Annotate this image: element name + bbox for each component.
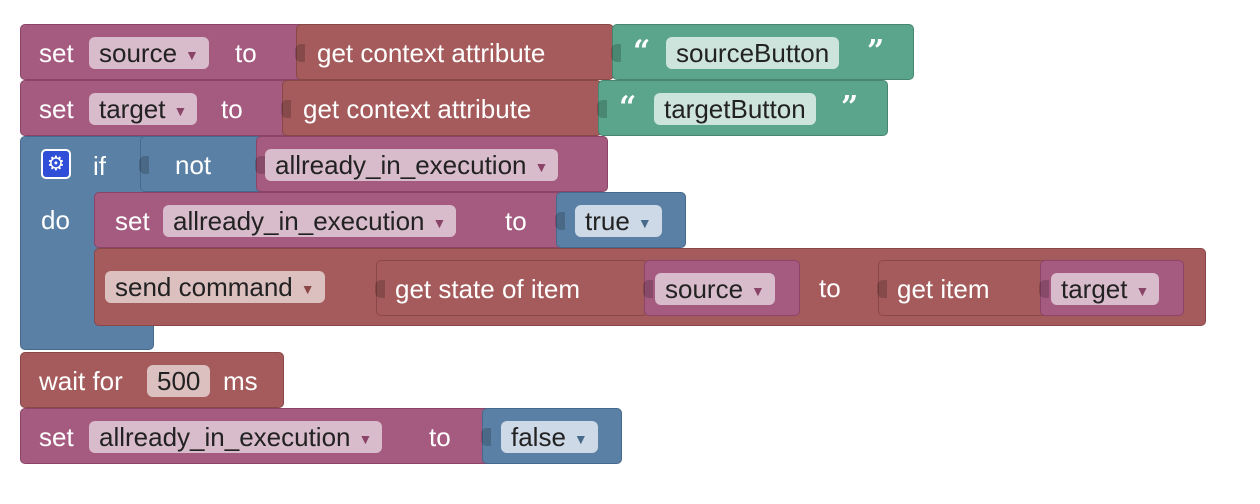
variable-name: source	[665, 274, 744, 304]
chevron-down-icon: ▼	[358, 431, 373, 448]
variable-dropdown-target[interactable]: target ▼	[89, 93, 198, 125]
get-variable-target-block[interactable]: target ▼	[1039, 260, 1184, 316]
input-connector	[481, 428, 491, 446]
input-connector	[555, 212, 565, 230]
input-connector	[375, 280, 385, 298]
get-context-attribute-block[interactable]: get context attribute	[281, 80, 602, 136]
input-connector	[295, 44, 305, 62]
do-label: do	[41, 205, 70, 235]
set-label: set	[115, 206, 150, 236]
set-label: set	[39, 94, 74, 124]
quote-open-icon: “	[633, 34, 651, 69]
input-connector	[281, 100, 291, 118]
chevron-down-icon: ▼	[300, 281, 315, 298]
variable-dropdown-allready[interactable]: allready_in_execution ▼	[89, 421, 383, 453]
get-context-attribute-label: get context attribute	[317, 38, 546, 68]
chevron-down-icon: ▼	[637, 215, 652, 232]
input-connector	[139, 156, 149, 174]
get-context-attribute-label: get context attribute	[303, 94, 532, 124]
set-target-block[interactable]: set target ▼ to	[20, 80, 296, 136]
variable-name: target	[1061, 274, 1128, 304]
variable-dropdown-target[interactable]: target ▼	[1051, 273, 1160, 305]
command-label: send command	[115, 272, 293, 302]
chevron-down-icon: ▼	[173, 103, 188, 120]
get-item-block[interactable]: get item	[877, 260, 1048, 316]
get-variable-block[interactable]: allready_in_execution ▼	[255, 136, 608, 192]
variable-name: allready_in_execution	[99, 422, 351, 452]
variable-dropdown-allready[interactable]: allready_in_execution ▼	[163, 205, 457, 237]
boolean-dropdown-false[interactable]: false ▼	[501, 421, 598, 453]
get-state-of-item-block[interactable]: get state of item	[375, 260, 648, 316]
chevron-down-icon: ▼	[432, 215, 447, 232]
boolean-value: false	[511, 422, 566, 452]
not-label: not	[175, 150, 212, 180]
to-label: to	[429, 422, 451, 452]
input-connector	[643, 280, 653, 298]
wait-block[interactable]: wait for 500 ms	[20, 352, 284, 408]
input-connector	[877, 280, 887, 298]
chevron-down-icon: ▼	[534, 159, 549, 176]
boolean-block-true[interactable]: true ▼	[555, 192, 686, 248]
to-label: to	[819, 273, 841, 303]
set-label: set	[39, 38, 74, 68]
quote-close-icon: ”	[867, 34, 885, 69]
text-field-targetbutton[interactable]: targetButton	[654, 93, 816, 125]
chevron-down-icon: ▼	[573, 431, 588, 448]
if-label: if	[93, 151, 106, 181]
send-command-dropdown[interactable]: send command ▼	[105, 271, 325, 303]
boolean-value: true	[585, 206, 630, 236]
variable-dropdown-source[interactable]: source ▼	[655, 273, 775, 305]
input-connector	[611, 44, 621, 62]
wait-for-label: wait for	[39, 366, 123, 396]
text-block-targetbutton[interactable]: “ targetButton ”	[597, 80, 888, 136]
quote-close-icon: ”	[841, 90, 859, 125]
set-allready-true-block[interactable]: set allready_in_execution ▼ to	[94, 192, 568, 248]
wait-duration-field[interactable]: 500	[147, 365, 211, 397]
gear-icon[interactable]: ⚙	[41, 149, 71, 179]
quote-open-icon: “	[619, 90, 637, 125]
set-source-block[interactable]: set source ▼ to	[20, 24, 310, 80]
not-block[interactable]: not	[139, 136, 276, 192]
chevron-down-icon: ▼	[751, 283, 765, 300]
input-connector	[1039, 280, 1049, 298]
text-block-sourcebutton[interactable]: “ sourceButton ”	[611, 24, 914, 80]
input-connector	[255, 156, 265, 174]
to-label: to	[505, 206, 527, 236]
input-connector	[597, 100, 607, 118]
get-state-of-item-label: get state of item	[395, 274, 580, 304]
text-field-sourcebutton[interactable]: sourceButton	[666, 37, 840, 69]
variable-name: allready_in_execution	[173, 206, 425, 236]
chevron-down-icon: ▼	[185, 47, 199, 64]
get-item-label: get item	[897, 274, 990, 304]
variable-dropdown-allready[interactable]: allready_in_execution ▼	[265, 149, 559, 181]
boolean-dropdown-true[interactable]: true ▼	[575, 205, 662, 237]
boolean-block-false[interactable]: false ▼	[481, 408, 622, 464]
to-label: to	[235, 38, 257, 68]
ms-label: ms	[223, 366, 258, 396]
get-variable-source-block[interactable]: source ▼	[643, 260, 800, 316]
variable-name: source	[99, 38, 178, 68]
variable-name: allready_in_execution	[275, 150, 527, 180]
variable-dropdown-source[interactable]: source ▼	[89, 37, 209, 69]
to-label: to	[221, 94, 243, 124]
variable-name: target	[99, 94, 166, 124]
get-context-attribute-block[interactable]: get context attribute	[295, 24, 614, 80]
chevron-down-icon: ▼	[1135, 283, 1150, 300]
set-label: set	[39, 422, 74, 452]
set-allready-false-block[interactable]: set allready_in_execution ▼ to	[20, 408, 496, 464]
